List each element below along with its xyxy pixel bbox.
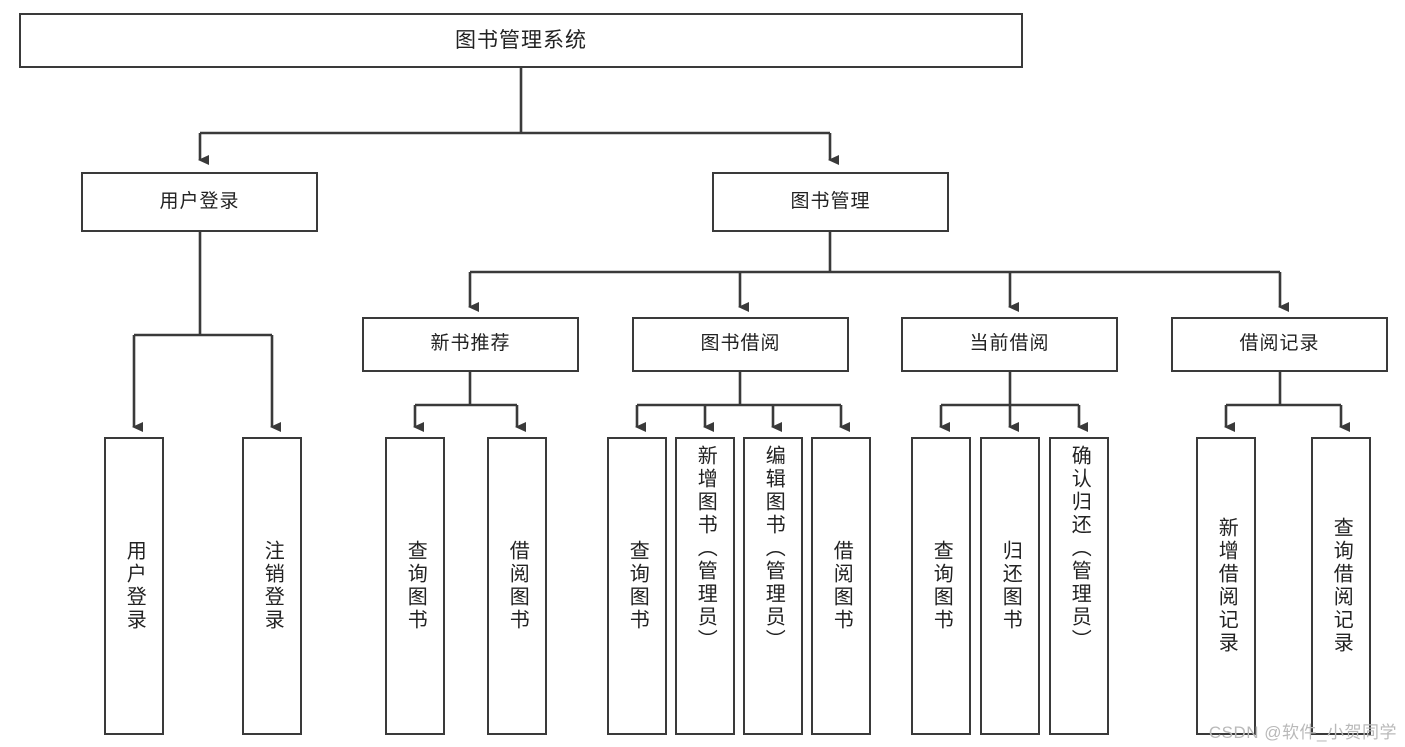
node-book-manage-label: 图书管理 bbox=[790, 190, 871, 212]
leaf-return-book-label: 归还图书 bbox=[999, 540, 1022, 632]
leaf-return-book[interactable]: 归还图书 bbox=[980, 437, 1040, 735]
leaf-user-logout[interactable]: 注销登录 bbox=[242, 437, 302, 735]
leaf-confirm-return[interactable]: 确认归还（管理员） bbox=[1049, 437, 1109, 735]
leaf-add-book-label: 新增图书（管理员） bbox=[694, 445, 717, 652]
node-root[interactable]: 图书管理系统 bbox=[19, 13, 1023, 68]
leaf-confirm-return-label: 确认归还（管理员） bbox=[1068, 445, 1091, 652]
leaf-query-book-1-label: 查询图书 bbox=[404, 540, 427, 632]
leaf-add-record-label: 新增借阅记录 bbox=[1215, 517, 1238, 655]
leaf-query-book-2[interactable]: 查询图书 bbox=[607, 437, 667, 735]
node-borrow-record[interactable]: 借阅记录 bbox=[1171, 317, 1388, 372]
node-root-label: 图书管理系统 bbox=[455, 28, 587, 52]
node-current-borrow[interactable]: 当前借阅 bbox=[901, 317, 1118, 372]
leaf-borrow-book-2-label: 借阅图书 bbox=[830, 540, 853, 632]
node-book-manage[interactable]: 图书管理 bbox=[712, 172, 949, 232]
node-new-book-recommend-label: 新书推荐 bbox=[430, 333, 511, 355]
leaf-query-book-2-label: 查询图书 bbox=[626, 540, 649, 632]
leaf-query-book-3-label: 查询图书 bbox=[930, 540, 953, 632]
leaf-add-record[interactable]: 新增借阅记录 bbox=[1196, 437, 1256, 735]
leaf-user-login-label: 用户登录 bbox=[123, 540, 146, 632]
leaf-edit-book[interactable]: 编辑图书（管理员） bbox=[743, 437, 803, 735]
leaf-edit-book-label: 编辑图书（管理员） bbox=[762, 445, 785, 652]
leaf-borrow-book-1-label: 借阅图书 bbox=[506, 540, 529, 632]
leaf-query-book-1[interactable]: 查询图书 bbox=[385, 437, 445, 735]
node-current-borrow-label: 当前借阅 bbox=[969, 333, 1050, 355]
node-book-borrow-label: 图书借阅 bbox=[700, 333, 781, 355]
csdn-watermark: CSDN @软件_小贺同学 bbox=[1208, 723, 1397, 742]
leaf-add-book[interactable]: 新增图书（管理员） bbox=[675, 437, 735, 735]
node-book-borrow[interactable]: 图书借阅 bbox=[632, 317, 849, 372]
leaf-query-record-label: 查询借阅记录 bbox=[1330, 517, 1353, 655]
node-borrow-record-label: 借阅记录 bbox=[1239, 333, 1320, 355]
leaf-query-record[interactable]: 查询借阅记录 bbox=[1311, 437, 1371, 735]
node-new-book-recommend[interactable]: 新书推荐 bbox=[362, 317, 579, 372]
node-user-login-label: 用户登录 bbox=[159, 190, 240, 212]
leaf-user-logout-label: 注销登录 bbox=[261, 540, 284, 632]
leaf-user-login[interactable]: 用户登录 bbox=[104, 437, 164, 735]
node-user-login[interactable]: 用户登录 bbox=[81, 172, 318, 232]
leaf-borrow-book-2[interactable]: 借阅图书 bbox=[811, 437, 871, 735]
leaf-borrow-book-1[interactable]: 借阅图书 bbox=[487, 437, 547, 735]
leaf-query-book-3[interactable]: 查询图书 bbox=[911, 437, 971, 735]
